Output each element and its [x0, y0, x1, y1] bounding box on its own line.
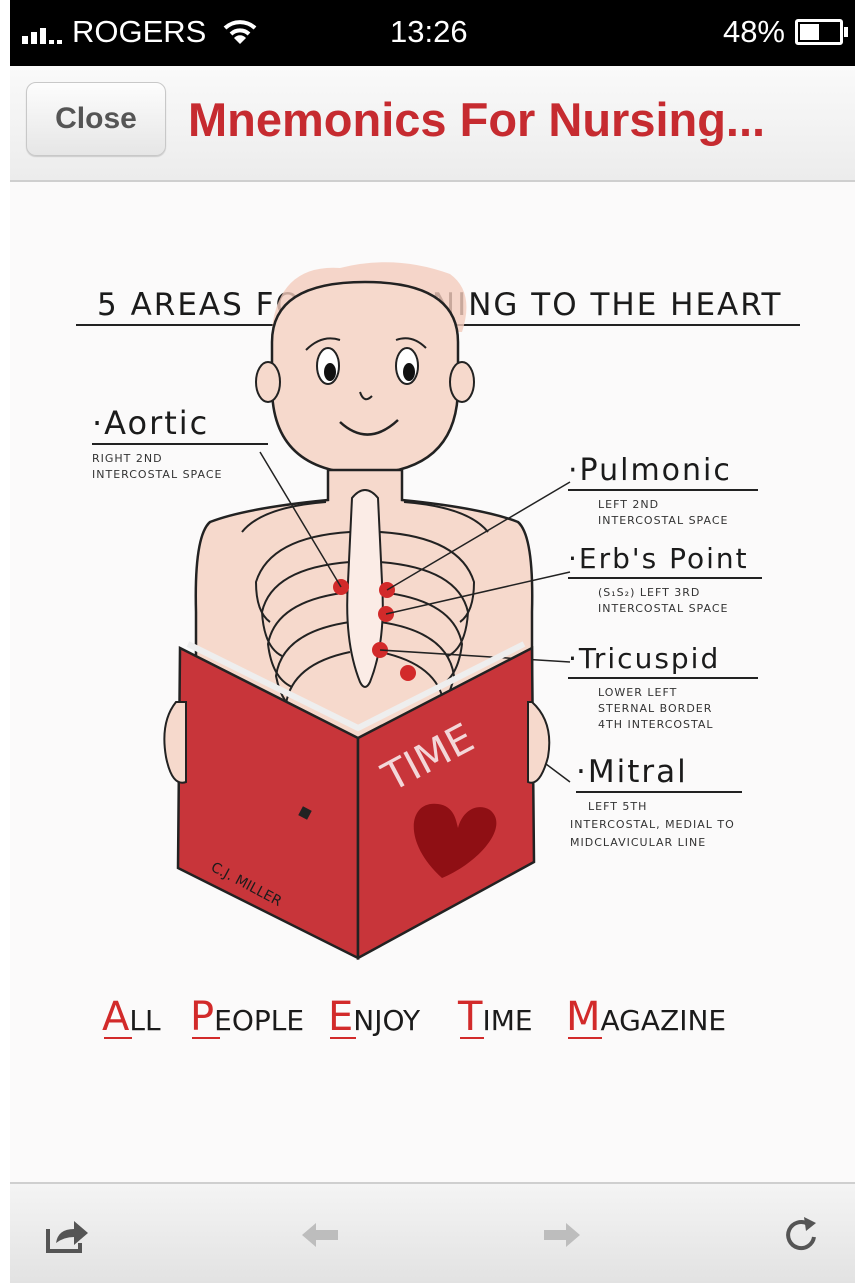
share-icon[interactable] [38, 1210, 98, 1260]
left-ear [256, 362, 280, 402]
area-erbs-point: ·Erb's Point (S₁S₂) LEFT 3RD INTERCOSTAL… [568, 542, 762, 615]
mnemonic-word-all: ALL [102, 994, 161, 1040]
signal-strength-icon [22, 20, 62, 44]
area-desc-line1: LOWER LEFT [598, 686, 677, 699]
back-arrow-icon[interactable] [290, 1210, 350, 1260]
left-hand [164, 702, 186, 783]
area-desc-line2: INTERCOSTAL SPACE [598, 514, 728, 527]
battery-percent: 48% [723, 14, 785, 50]
right-ear [450, 362, 474, 402]
area-aortic: ·Aortic RIGHT 2ND INTERCOSTAL SPACE [92, 404, 268, 481]
reload-icon[interactable] [772, 1210, 832, 1260]
close-button[interactable]: Close [26, 82, 166, 156]
right-pupil [403, 363, 415, 381]
area-name: ·Aortic [92, 404, 209, 442]
browser-window: ROGERS 13:26 48% Close Mnemonics For Nur… [10, 0, 855, 1283]
area-desc-line2: INTERCOSTAL SPACE [92, 468, 222, 481]
area-desc-line2: INTERCOSTAL SPACE [598, 602, 728, 615]
carrier-name: ROGERS [72, 14, 206, 50]
area-desc-line2: STERNAL BORDER [598, 702, 712, 715]
mnemonic: ALL PEOPLE ENJOY TIME MAGAZINE [102, 994, 726, 1040]
navigation-bar: Close Mnemonics For Nursing... [10, 66, 855, 182]
area-tricuspid: ·Tricuspid LOWER LEFT STERNAL BORDER 4TH… [568, 642, 758, 731]
area-desc-line1: RIGHT 2ND [92, 452, 163, 465]
page-title: Mnemonics For Nursing... [188, 92, 765, 147]
heart-sounds-illustration: 5 AREAS FOR LISTENING TO THE HEART [10, 182, 855, 1182]
mitral-point [400, 665, 416, 681]
area-desc-line3: 4TH INTERCOSTAL [598, 718, 714, 731]
mnemonic-word-time: TIME [457, 994, 533, 1040]
area-desc-line2: INTERCOSTAL, MEDIAL TO [570, 818, 735, 831]
forward-arrow-icon[interactable] [532, 1210, 592, 1260]
wifi-icon [222, 18, 258, 46]
area-desc-line3: MIDCLAVICULAR LINE [570, 836, 706, 849]
area-desc-line1: LEFT 2ND [598, 498, 659, 511]
mnemonic-word-magazine: MAGAZINE [566, 994, 726, 1040]
clock: 13:26 [390, 14, 468, 50]
area-name: ·Pulmonic [568, 453, 732, 488]
mnemonic-word-people: PEOPLE [190, 994, 304, 1040]
status-bar: ROGERS 13:26 48% [10, 0, 855, 66]
mnemonic-word-enjoy: ENJOY [328, 994, 421, 1040]
bottom-toolbar [10, 1182, 855, 1283]
area-mitral: ·Mitral LEFT 5TH INTERCOSTAL, MEDIAL TO … [570, 754, 742, 849]
area-name: ·Mitral [576, 754, 688, 790]
battery-icon [795, 19, 843, 45]
right-hand [528, 702, 549, 783]
area-pulmonic: ·Pulmonic LEFT 2ND INTERCOSTAL SPACE [568, 453, 758, 527]
web-content: 5 AREAS FOR LISTENING TO THE HEART [10, 182, 855, 1182]
head [272, 282, 458, 474]
area-name: ·Erb's Point [568, 542, 749, 575]
area-desc-line1: (S₁S₂) LEFT 3RD [598, 586, 700, 599]
carrier-group: ROGERS [22, 14, 258, 50]
area-desc-line1: LEFT 5TH [588, 800, 647, 813]
left-pupil [324, 363, 336, 381]
battery-group: 48% [723, 14, 843, 50]
area-name: ·Tricuspid [568, 642, 720, 675]
